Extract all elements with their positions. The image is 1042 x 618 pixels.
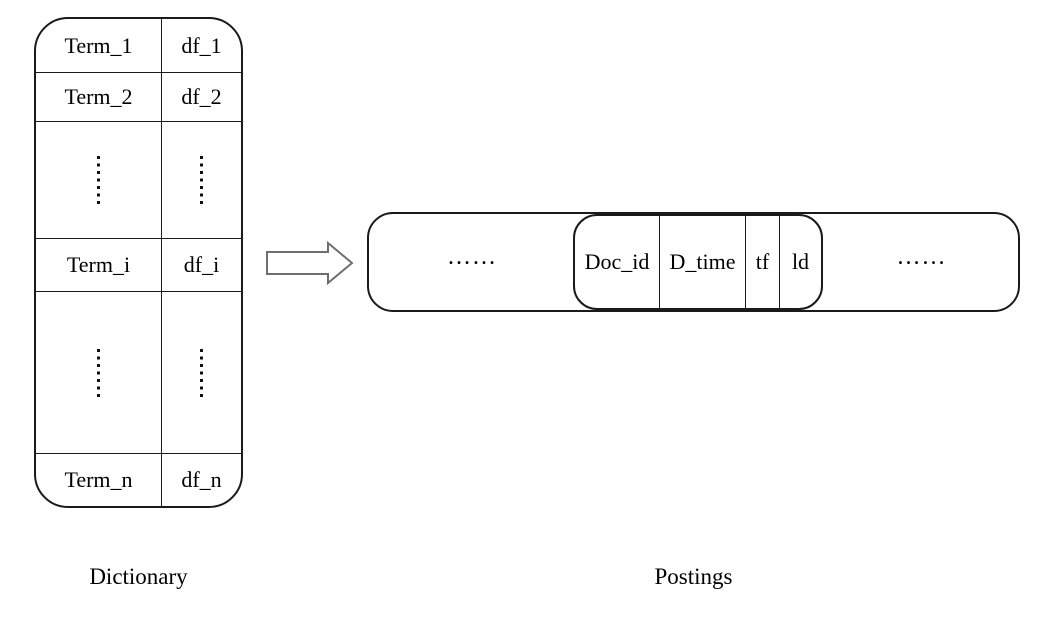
ellipsis-text: ……: [896, 243, 947, 270]
vertical-ellipsis-icon: [200, 348, 203, 397]
dictionary-cell-term-i: Term_i: [36, 238, 162, 291]
postings-trailing-ellipsis: ……: [825, 214, 1018, 310]
dictionary-table: Term_1 df_1 Term_2 df_2 Term_i df_i Term…: [34, 17, 243, 508]
vertical-ellipsis-icon: [97, 348, 100, 397]
dictionary-ellipsis-row: [162, 291, 241, 453]
dictionary-cell-df-i: df_i: [162, 238, 241, 291]
posting-record: Doc_id D_time tf ld: [573, 214, 823, 310]
dictionary-cell-term-n: Term_n: [36, 453, 162, 506]
dictionary-ellipsis-row: [36, 121, 162, 238]
dictionary-cell-term-2: Term_2: [36, 72, 162, 121]
vertical-ellipsis-icon: [97, 156, 100, 204]
posting-field-doc-id: Doc_id: [575, 216, 660, 308]
posting-field-d-time: D_time: [660, 216, 746, 308]
dictionary-cell-df-n: df_n: [162, 453, 241, 506]
dictionary-cell-term-1: Term_1: [36, 19, 162, 72]
right-block-arrow-icon: [266, 240, 354, 286]
postings-caption: Postings: [654, 564, 733, 589]
posting-field-ld: ld: [791, 249, 810, 274]
posting-field-tf: tf: [746, 216, 780, 308]
postings-leading-ellipsis: ……: [369, 214, 575, 310]
dictionary-caption: Dictionary: [89, 564, 188, 589]
vertical-ellipsis-icon: [200, 156, 203, 204]
postings-list: …… Doc_id D_time tf ld ……: [367, 212, 1020, 312]
ellipsis-text: ……: [447, 243, 497, 270]
dictionary-cell-df-1: df_1: [181, 32, 222, 58]
dictionary-to-postings-arrow: [264, 240, 356, 286]
dictionary-ellipsis-row: [36, 291, 162, 453]
dictionary-cell-df-2: df_2: [162, 72, 241, 121]
dictionary-ellipsis-row: [162, 121, 241, 238]
